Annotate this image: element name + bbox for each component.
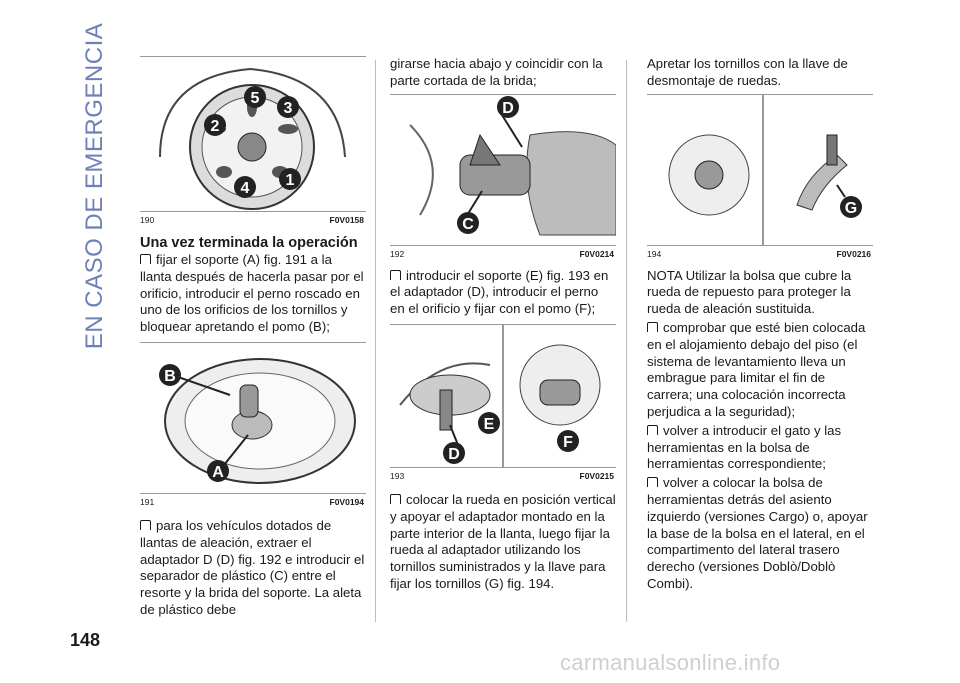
bullet-icon — [647, 424, 658, 435]
section-side-title: EN CASO DE EMERGENCIA — [81, 22, 108, 350]
callout: 4 — [241, 180, 250, 197]
wheel-support-illustration: B A — [159, 357, 356, 484]
bullet-icon — [647, 477, 658, 488]
bullet-icon — [390, 269, 401, 280]
column-divider — [626, 60, 627, 622]
column-1: 5 3 2 4 1 190 F0V0158 Una vez terminada l… — [140, 56, 366, 619]
paragraph: volver a introducir el gato y las herram… — [647, 422, 842, 472]
callout: 3 — [284, 100, 293, 117]
paragraph: girarse hacia abajo y coincidir con la p… — [390, 56, 603, 88]
figure-191: B A — [140, 341, 366, 494]
callout: F — [563, 434, 573, 451]
column-divider — [375, 60, 376, 622]
callout: E — [484, 416, 495, 433]
bullet-icon — [140, 254, 151, 264]
wheel-bolts-illustration: G — [668, 94, 862, 245]
callout: A — [212, 464, 224, 481]
callout: 5 — [251, 90, 260, 107]
paragraph: fijar el soporte (A) fig. 191 a la llant… — [140, 252, 364, 335]
callout: D — [448, 446, 460, 463]
bullet-icon — [390, 493, 401, 504]
paragraph: Apretar los tornillos con la llave de de… — [647, 56, 848, 88]
callout: C — [462, 216, 474, 233]
figure-code: F0V0214 — [579, 248, 615, 259]
callout: 2 — [211, 118, 220, 135]
figure-number: 194 — [647, 248, 662, 259]
figure-code: F0V0216 — [836, 248, 872, 259]
adapter-illustration: D C — [409, 95, 616, 236]
callout: B — [164, 368, 176, 385]
note: NOTA Utilizar la bolsa que cubre la rued… — [647, 267, 852, 317]
column-2: girarse hacia abajo y coincidir con la p… — [390, 56, 616, 593]
figure-number: 191 — [140, 496, 155, 507]
adapter-mounting-illustration: E D F — [399, 324, 601, 467]
bullet-icon — [647, 321, 658, 332]
callout: G — [845, 200, 857, 217]
paragraph: colocar la rueda en posición vertical y … — [390, 491, 616, 591]
paragraph: comprobar que esté bien colocada en el a… — [647, 319, 866, 419]
figure-code: F0V0215 — [579, 470, 615, 481]
paragraph: para los vehículos dotados de llantas de… — [140, 517, 365, 617]
section-heading: Una vez terminada la operación — [140, 235, 358, 251]
callout: D — [502, 100, 514, 117]
figure-number: 193 — [390, 470, 405, 481]
callout: 1 — [286, 172, 295, 189]
figure-number: 190 — [140, 215, 155, 225]
page-number: 148 — [70, 630, 101, 650]
column-3: Apretar los tornillos con la llave de de… — [647, 56, 873, 593]
paragraph: volver a colocar la bolsa de herramienta… — [647, 475, 868, 591]
figure-code: F0V0194 — [329, 496, 365, 507]
figure-190: 5 3 2 4 1 — [140, 56, 366, 212]
figure-code: F0V0158 — [329, 215, 365, 225]
figure-192: D C — [390, 93, 616, 246]
figure-194: G — [647, 93, 873, 246]
spare-wheel-illustration: 5 3 2 4 1 — [159, 67, 346, 210]
figure-number: 192 — [390, 248, 405, 259]
figure-193: E D F — [390, 323, 616, 468]
bullet-icon — [140, 519, 151, 530]
footer-watermark: carmanualsonline.info — [560, 650, 781, 675]
paragraph: introducir el soporte (E) fig. 193 en el… — [390, 267, 609, 317]
